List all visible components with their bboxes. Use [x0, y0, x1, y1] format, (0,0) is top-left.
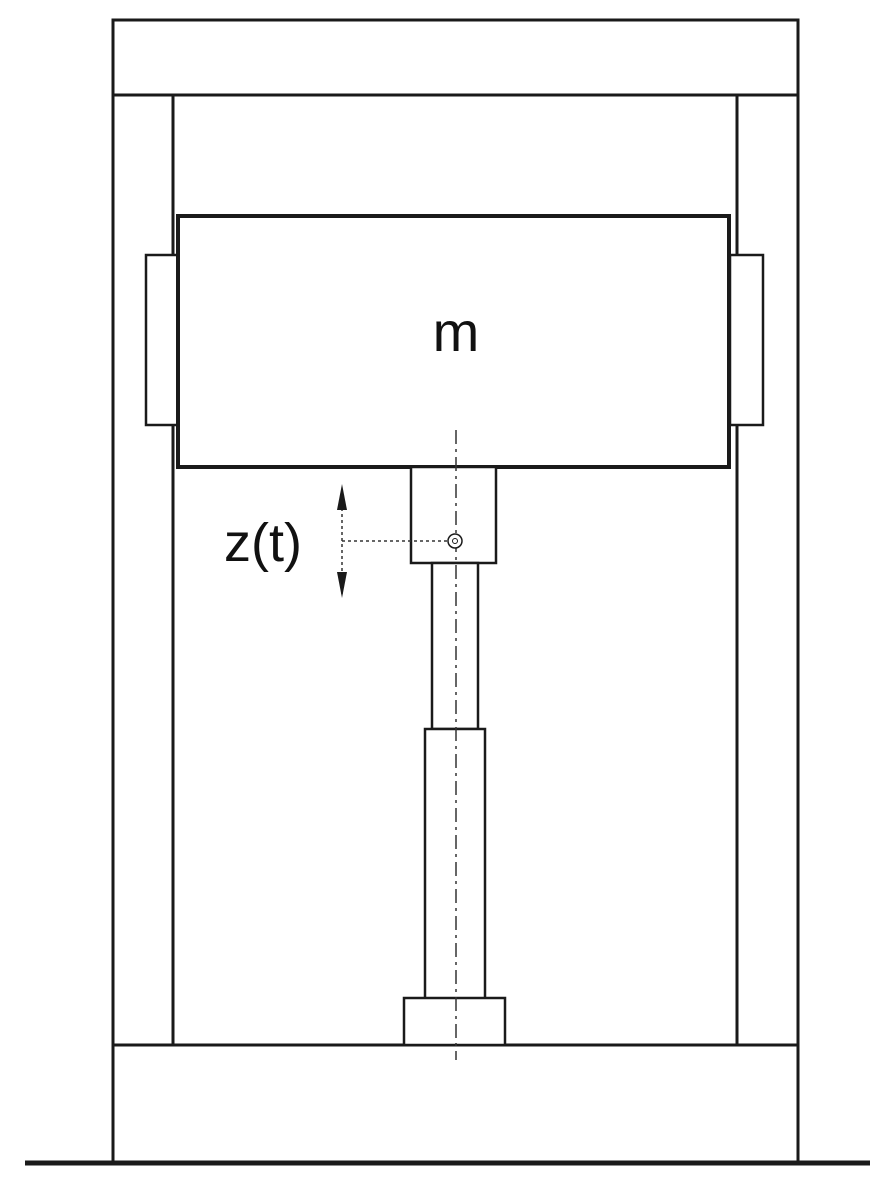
- right-guide-bearing: [728, 253, 765, 427]
- displacement-arrow-down: [337, 572, 347, 598]
- displacement-arrow-up: [337, 484, 347, 510]
- mass-label: m: [433, 300, 480, 363]
- left-guide-bearing: [144, 253, 180, 427]
- pivot-point-center: [452, 538, 458, 544]
- actuator-foot: [402, 996, 507, 1047]
- outer-frame: [111, 18, 800, 1165]
- piston-rod: [430, 561, 480, 731]
- displacement-label: z(t): [224, 513, 302, 573]
- mass-block: [176, 214, 731, 469]
- pivot-point: [447, 533, 463, 549]
- actuator-cylinder: [423, 727, 487, 1001]
